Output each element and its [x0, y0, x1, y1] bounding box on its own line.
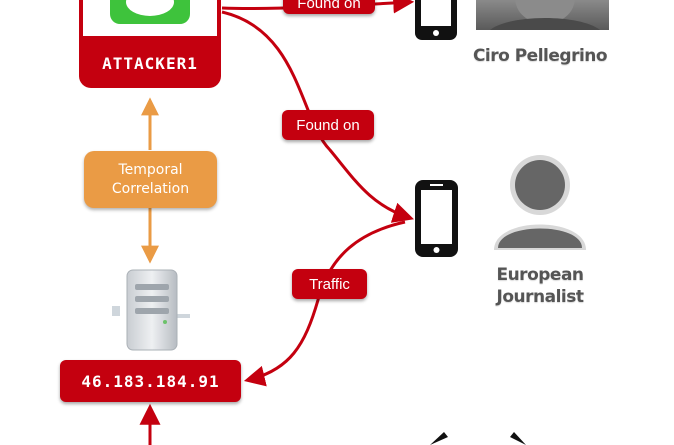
found-on-top-label: Found on — [283, 0, 375, 14]
edge-middle-phone-to-ip — [243, 220, 406, 387]
person-top-name: Ciro Pellegrino — [472, 46, 608, 66]
messages-app-icon — [110, 0, 190, 24]
smartphone-icon — [415, 0, 457, 40]
ip-address-label: 46.183.184.91 — [60, 360, 241, 402]
edge-attacker-to-middle-phone — [221, 10, 414, 223]
found-on-middle-label: Found on — [282, 110, 374, 140]
photo-portrait — [476, 0, 609, 30]
partial-logo-icon — [430, 432, 526, 445]
person-silhouette-icon — [494, 155, 586, 250]
attacker-label: ATTACKER1 — [79, 40, 221, 86]
person-bottom-name: European Journalist — [496, 265, 584, 307]
server-icon — [112, 269, 190, 351]
traffic-label: Traffic — [292, 269, 367, 299]
temporal-correlation-label: Temporal Correlation — [84, 151, 217, 208]
smartphone-icon — [415, 180, 458, 257]
